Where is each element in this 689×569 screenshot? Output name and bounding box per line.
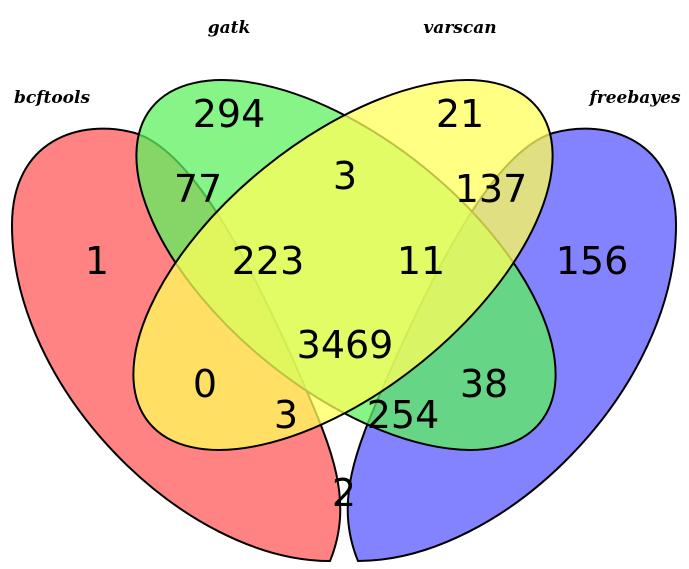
count-gatk-varscan-freebayes: 11 bbox=[397, 239, 445, 283]
count-bcftools-varscan-freebayes: 3 bbox=[274, 393, 298, 437]
gatk-label: gatk bbox=[208, 18, 251, 38]
count-freebayes-only: 156 bbox=[556, 239, 629, 283]
count-bcftools-freebayes: 2 bbox=[332, 471, 356, 515]
count-all-four: 3469 bbox=[297, 323, 394, 367]
count-bcftools-gatk: 77 bbox=[174, 167, 222, 211]
count-bcftools-gatk-freebayes: 254 bbox=[367, 393, 440, 437]
count-gatk-freebayes: 38 bbox=[460, 362, 508, 406]
count-gatk-only: 294 bbox=[193, 92, 266, 136]
count-varscan-freebayes: 137 bbox=[455, 167, 528, 211]
count-bcftools-gatk-varscan: 223 bbox=[232, 239, 305, 283]
bcftools-label: bcftools bbox=[14, 88, 91, 108]
count-bcftools-varscan: 0 bbox=[193, 362, 217, 406]
varscan-label: varscan bbox=[423, 18, 496, 38]
count-gatk-varscan: 3 bbox=[333, 154, 357, 198]
freebayes-label: freebayes bbox=[588, 88, 680, 108]
count-bcftools-only: 1 bbox=[85, 239, 109, 283]
count-varscan-only: 21 bbox=[436, 92, 484, 136]
varscan-ellipse bbox=[132, 79, 554, 451]
